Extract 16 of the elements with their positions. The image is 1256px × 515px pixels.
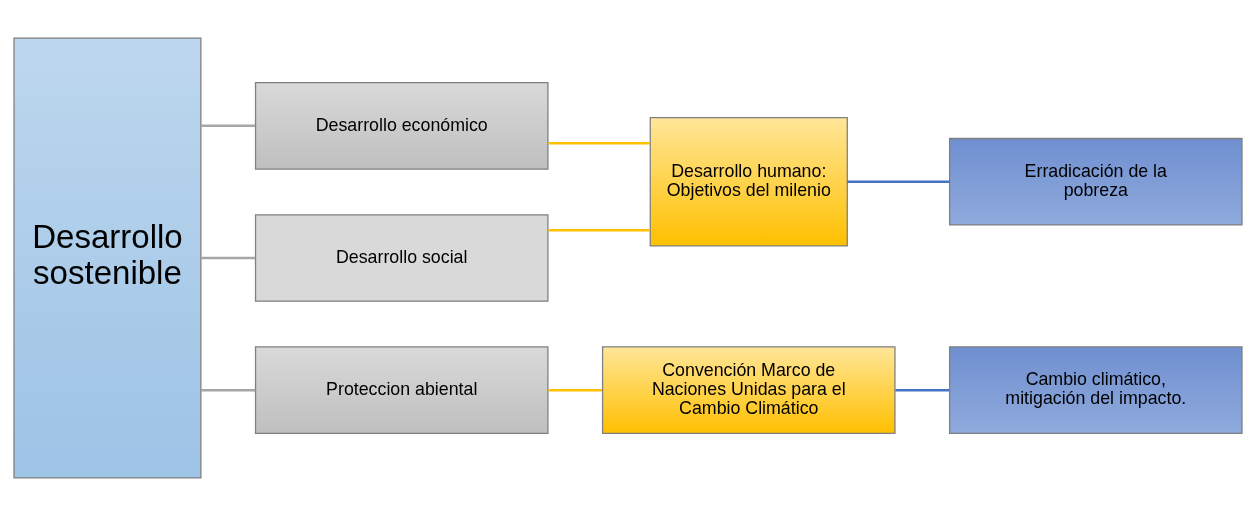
node-box: Desarrollo sostenible [13,36,202,479]
node-box: Desarrollo humano: Objetivos del milenio [649,116,848,247]
connector [200,124,256,127]
connector [548,228,650,232]
connector [548,141,650,145]
connector [200,388,256,391]
connector [847,179,950,183]
node-box: Convención Marco de Naciones Unidas para el Cambio Climático [601,345,896,434]
connector [200,256,256,259]
node-box: Cambio climático, mitigación del impacto. [948,345,1243,434]
node-box: Erradicación de la pobreza [948,137,1243,226]
connector [548,388,603,391]
node-box: Proteccion abiental [254,345,549,434]
node-box: Desarrollo económico [254,81,549,170]
connector [895,388,950,391]
node-box: Desarrollo social [254,213,549,302]
